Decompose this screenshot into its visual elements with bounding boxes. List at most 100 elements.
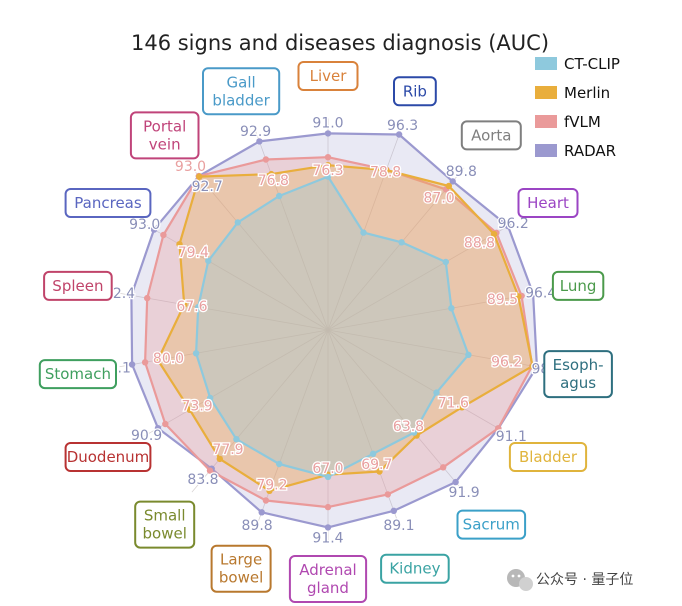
legend-label: Merlin	[564, 84, 610, 102]
category-label-box	[543, 350, 613, 399]
category-label-text: Lung	[560, 277, 597, 295]
value-label: 87.0	[424, 191, 455, 207]
data-point	[458, 404, 466, 411]
category-label-text: Stomach	[45, 365, 111, 383]
category-label-box	[517, 188, 579, 218]
category-label-text: Heart	[527, 194, 569, 212]
value-label: 88.8	[464, 236, 495, 252]
data-point	[490, 230, 498, 238]
data-point	[266, 487, 273, 494]
data-point	[128, 292, 135, 299]
value-label: 96.4	[525, 286, 556, 302]
data-point	[445, 182, 452, 190]
category-label: Duodenum	[64, 442, 152, 472]
value-label: 91.1	[496, 429, 527, 445]
value-label: 92.7	[192, 179, 223, 195]
value-label: 92.9	[240, 124, 271, 140]
data-point	[324, 173, 332, 180]
category-label: Stomach	[38, 359, 117, 390]
data-point	[433, 389, 440, 396]
category-label-text: Liver	[310, 67, 348, 85]
value-label: 91.0	[312, 116, 343, 132]
grid-spoke	[144, 223, 329, 331]
data-point	[196, 173, 203, 180]
category-label-text: bladder	[212, 91, 270, 109]
category-label-text: Bladder	[519, 448, 578, 466]
value-label: 89.1	[383, 518, 414, 534]
data-point	[262, 156, 270, 163]
data-point	[276, 192, 283, 200]
value-label: 96.2	[498, 216, 529, 232]
data-point	[176, 241, 183, 248]
category-label-box	[380, 553, 450, 584]
data-point	[258, 509, 265, 516]
wechat-icon	[507, 569, 533, 591]
value-label: 83.8	[187, 472, 218, 488]
data-point	[495, 425, 502, 432]
category-label-text: Large	[220, 551, 262, 569]
category-label: Lung	[551, 270, 605, 301]
data-point	[154, 356, 161, 364]
data-point	[390, 507, 397, 514]
value-label: 73.9	[182, 399, 213, 415]
data-point	[410, 429, 418, 436]
value-label: 96.3	[387, 118, 418, 134]
value-label: 93.0	[175, 159, 206, 175]
data-point	[206, 467, 214, 474]
data-point	[383, 166, 390, 174]
category-label: Rib	[393, 76, 437, 107]
category-label-box	[297, 61, 359, 91]
data-point	[154, 425, 162, 432]
data-point	[369, 450, 377, 457]
grid-spoke	[327, 329, 537, 368]
category-label-box	[202, 67, 281, 116]
category-label-box	[210, 544, 272, 593]
category-label: Esoph-agus	[543, 350, 613, 399]
data-point	[216, 455, 223, 463]
data-point	[144, 294, 151, 302]
value-label: 91.4	[312, 530, 343, 546]
data-point	[141, 359, 149, 366]
data-point	[195, 303, 202, 311]
watermark-text: 公众号 · 量子位	[536, 572, 633, 588]
value-label: 76.8	[258, 173, 289, 189]
category-label-box	[129, 111, 200, 160]
data-point	[440, 464, 447, 471]
data-point	[162, 420, 169, 428]
data-point	[268, 170, 275, 178]
value-label: 67.6	[176, 299, 207, 315]
category-label-box	[393, 76, 437, 107]
grid-spoke	[144, 329, 329, 437]
category-label-text: Sacrum	[463, 516, 520, 534]
grid-spoke	[327, 329, 512, 437]
data-point	[324, 473, 332, 481]
category-label-box	[288, 555, 368, 603]
category-label-text: Adrenal	[299, 561, 356, 579]
data-point	[449, 178, 456, 185]
data-point	[395, 131, 403, 138]
category-label-text: Aorta	[471, 126, 511, 144]
category-label-text: Spleen	[52, 277, 103, 295]
category-label-box	[43, 270, 113, 301]
data-point	[181, 301, 188, 308]
data-point	[205, 257, 212, 265]
category-label-text: Small	[144, 507, 186, 525]
data-point	[234, 219, 241, 226]
data-point	[128, 361, 136, 368]
legend-swatch	[535, 57, 557, 70]
category-label-text: bowel	[219, 569, 263, 587]
value-label: 63.8	[393, 419, 424, 435]
grid-spoke	[119, 292, 329, 331]
data-point	[324, 503, 332, 511]
category-label: Pancreas	[64, 188, 152, 218]
data-point	[529, 362, 536, 370]
data-point	[360, 229, 367, 236]
value-label: 78.8	[370, 165, 401, 181]
value-label: 69.7	[361, 457, 392, 473]
value-label: 80.0	[153, 351, 184, 367]
